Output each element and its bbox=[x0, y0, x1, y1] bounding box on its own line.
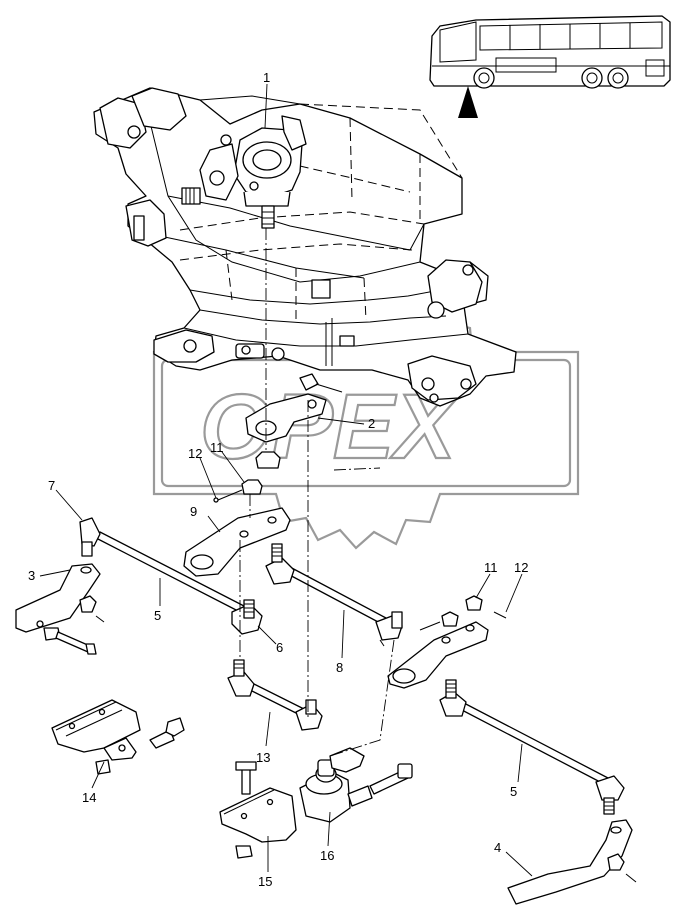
callout-2: 2 bbox=[368, 416, 375, 431]
callout-5-right: 5 bbox=[510, 784, 517, 799]
vehicle-locator-inset bbox=[429, 15, 671, 118]
callout-9: 9 bbox=[190, 504, 197, 519]
callout-11-center: 11 bbox=[210, 440, 224, 455]
callout-4: 4 bbox=[494, 840, 501, 855]
bus-rear-wheel-2 bbox=[607, 67, 629, 89]
drag-link bbox=[227, 659, 323, 731]
bracket-15 bbox=[219, 761, 297, 859]
alignment-lines bbox=[239, 228, 395, 757]
relay-arm-right bbox=[387, 595, 507, 689]
callout-13: 13 bbox=[256, 750, 270, 765]
tie-rod-right bbox=[439, 679, 625, 815]
callout-11-right: 11 bbox=[484, 560, 498, 575]
bus-rear-wheel-1 bbox=[581, 67, 603, 89]
callout-8: 8 bbox=[336, 660, 343, 675]
callout-labels: 1 2 3 4 5 5 6 7 8 9 11 11 12 12 13 14 15… bbox=[28, 70, 528, 889]
callout-14: 14 bbox=[82, 790, 96, 805]
callout-1: 1 bbox=[263, 70, 270, 85]
callout-12-right: 12 bbox=[514, 560, 528, 575]
idler-16 bbox=[299, 747, 413, 823]
tie-rod-left bbox=[15, 517, 263, 655]
locator-arrow-icon bbox=[458, 86, 478, 118]
bus-front-wheel bbox=[473, 67, 495, 89]
callout-16: 16 bbox=[320, 848, 334, 863]
callout-leaders bbox=[39, 83, 533, 877]
callout-3: 3 bbox=[28, 568, 35, 583]
callout-6: 6 bbox=[276, 640, 283, 655]
callout-5-left: 5 bbox=[154, 608, 161, 623]
callout-15: 15 bbox=[258, 874, 272, 889]
callout-7: 7 bbox=[48, 478, 55, 493]
bracket-14 bbox=[51, 699, 185, 775]
tie-rod-center bbox=[265, 543, 403, 647]
callout-12-center: 12 bbox=[188, 446, 202, 461]
front-axle-frame bbox=[93, 87, 517, 407]
bus-body bbox=[429, 15, 671, 87]
steering-arm-right bbox=[507, 819, 637, 905]
relay-arm-9 bbox=[183, 479, 291, 577]
